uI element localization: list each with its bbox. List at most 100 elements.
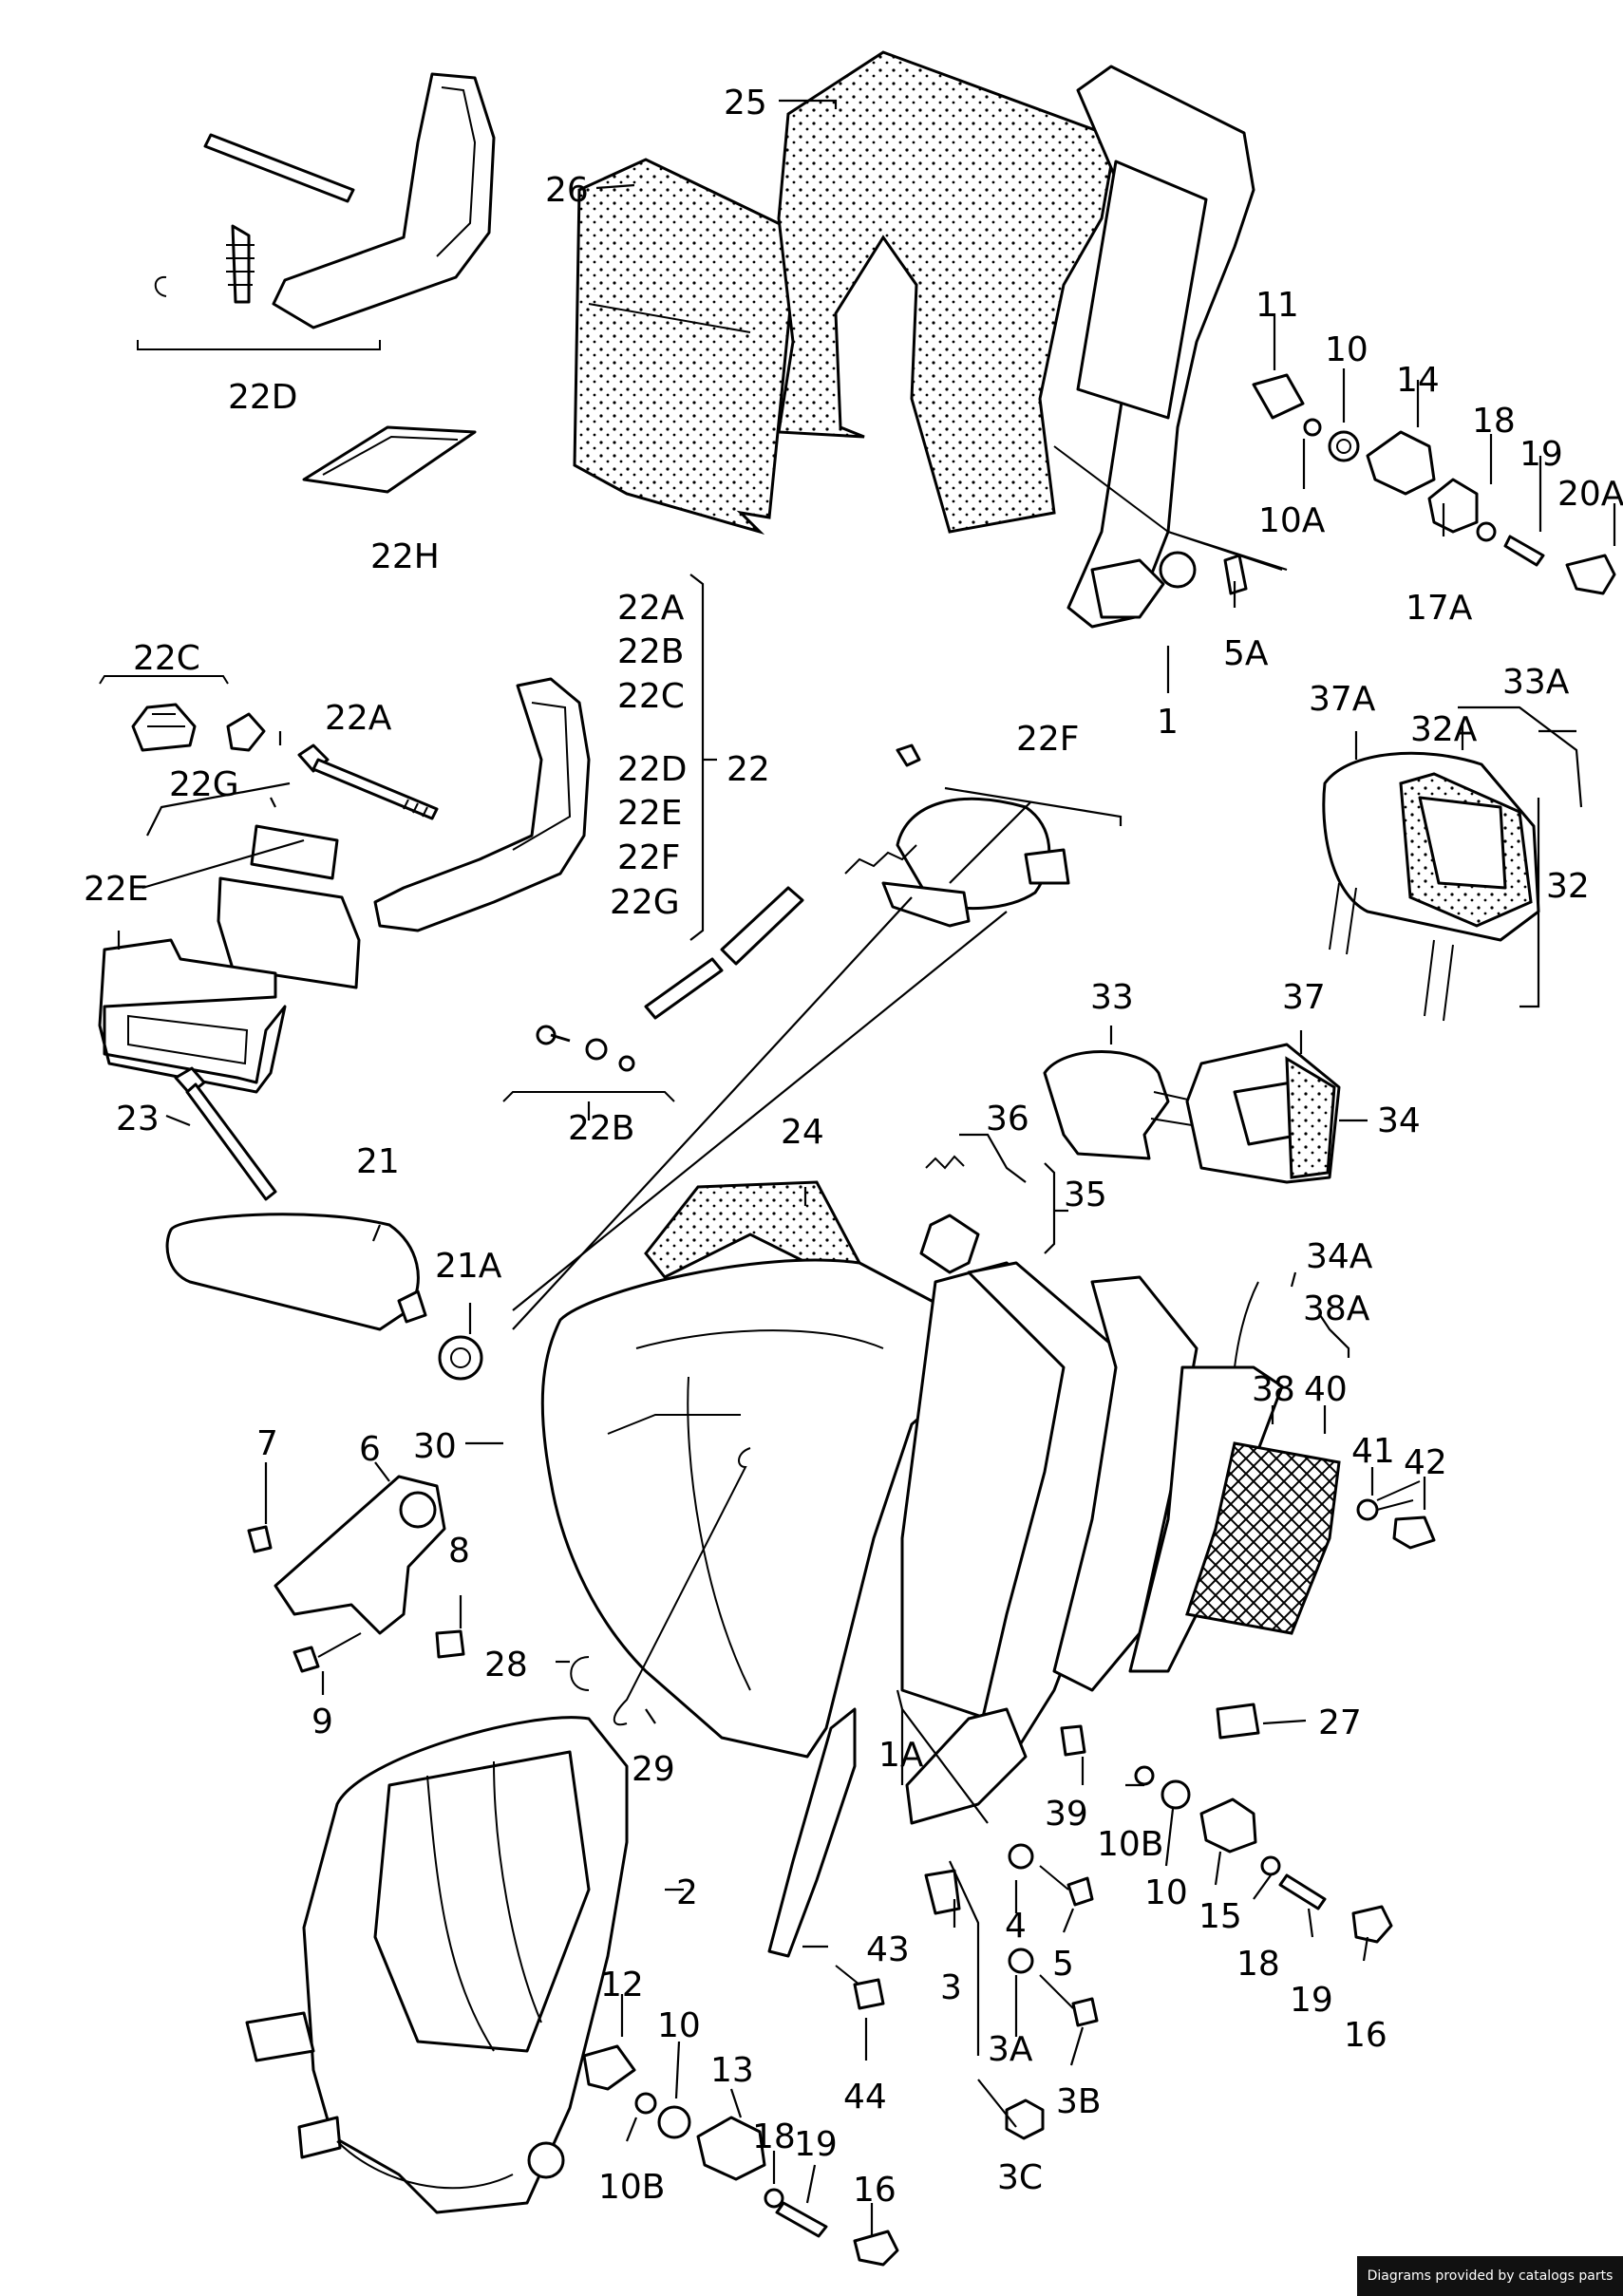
callout-10b-lower: 10B xyxy=(598,2168,666,2207)
part-34a-rod xyxy=(1234,1281,1259,1368)
part-21-armrest xyxy=(165,1213,427,1331)
part-22f-motor xyxy=(844,743,1070,928)
callout-10a: 10A xyxy=(1258,501,1326,540)
callout-8: 8 xyxy=(448,1532,470,1571)
callout-3b: 3B xyxy=(1056,2082,1102,2121)
callout-10b-right: 10B xyxy=(1097,1825,1164,1864)
callout-40: 40 xyxy=(1304,1370,1348,1409)
part-22g-latch xyxy=(217,824,361,989)
callout-44: 44 xyxy=(843,2078,887,2117)
callout-22a-list: 22A xyxy=(617,589,685,628)
part-29-wire xyxy=(613,1447,751,1726)
callout-37: 37 xyxy=(1282,978,1326,1017)
callout-41: 41 xyxy=(1351,1432,1395,1471)
callout-25: 25 xyxy=(724,84,767,122)
callout-6: 6 xyxy=(359,1430,381,1469)
callout-35: 35 xyxy=(1064,1176,1107,1214)
part-36-spring xyxy=(925,1155,965,1170)
callout-39: 39 xyxy=(1045,1795,1088,1834)
part-22h-trim xyxy=(302,425,477,494)
callout-3a: 3A xyxy=(988,2030,1033,2069)
callout-22b-list: 22B xyxy=(617,632,685,671)
part-22c-cap-and-clip xyxy=(99,675,266,752)
callout-22g: 22G xyxy=(169,765,239,804)
callout-9: 9 xyxy=(311,1703,333,1741)
callout-33a: 33A xyxy=(1502,663,1570,702)
callout-19-right: 19 xyxy=(1290,1981,1333,2020)
callout-36: 36 xyxy=(986,1100,1029,1139)
part-22d-bracket-group xyxy=(137,72,496,350)
part-1a-backrest-panel xyxy=(900,1261,1137,1825)
part-22b-gas-strut xyxy=(502,886,804,1102)
callout-15: 15 xyxy=(1198,1897,1242,1936)
callout-22c-list: 22C xyxy=(617,677,685,716)
callout-21: 21 xyxy=(356,1142,400,1181)
diagram-credit-badge: Diagrams provided by catalogs parts xyxy=(1357,2256,1623,2296)
part-40-mesh-pocket xyxy=(1185,1441,1341,1635)
callout-4: 4 xyxy=(1005,1907,1027,1946)
part-7-pin xyxy=(247,1525,273,1553)
callout-42: 42 xyxy=(1404,1443,1447,1482)
callout-18-right: 18 xyxy=(1236,1945,1280,1984)
callout-22e-list: 22E xyxy=(617,794,683,833)
part-25-backrest-foam xyxy=(777,50,1118,534)
callout-22d: 22D xyxy=(228,378,298,417)
callout-38a: 38A xyxy=(1303,1289,1370,1328)
callout-labels: 25 26 22D 22H 11 10 14 18 19 20A 10A 17A… xyxy=(84,84,1623,2210)
callout-5: 5 xyxy=(1052,1945,1074,1984)
callout-10-right: 10 xyxy=(1144,1873,1188,1912)
callout-1a: 1A xyxy=(878,1736,924,1775)
callout-22d-list: 22D xyxy=(617,750,688,789)
callout-5a: 5A xyxy=(1223,634,1269,673)
part-3-hardware-group xyxy=(924,1843,1099,2140)
callout-7: 7 xyxy=(256,1424,278,1463)
callout-14: 14 xyxy=(1396,361,1440,400)
callout-22c: 22C xyxy=(133,639,200,678)
callout-13: 13 xyxy=(710,2051,754,2090)
callout-20a: 20A xyxy=(1557,475,1623,514)
callout-33: 33 xyxy=(1090,978,1134,1017)
part-22-side-frame xyxy=(373,677,591,932)
part-hinge-hardware-lower-left xyxy=(582,2044,899,2267)
callout-10-lower: 10 xyxy=(657,2006,701,2045)
part-9-screw xyxy=(293,1632,362,1673)
callout-28: 28 xyxy=(484,1646,528,1684)
part-44-screw xyxy=(835,1965,885,2010)
part-41-42-washer-screw xyxy=(1356,1480,1436,1550)
callout-34: 34 xyxy=(1377,1101,1421,1140)
part-37-34-headrest-cushion xyxy=(1185,1043,1341,1184)
callout-30: 30 xyxy=(413,1427,457,1466)
callout-18-lower: 18 xyxy=(752,2117,796,2156)
callout-37a: 37A xyxy=(1309,680,1376,719)
callout-19-upper: 19 xyxy=(1519,435,1563,474)
callout-2: 2 xyxy=(676,1873,698,1912)
callout-19-lower: 19 xyxy=(794,2125,838,2164)
callout-26: 26 xyxy=(545,171,589,210)
callout-32: 32 xyxy=(1546,867,1590,906)
callout-21a: 21A xyxy=(435,1247,502,1286)
callout-24: 24 xyxy=(781,1113,824,1152)
callout-22h: 22H xyxy=(370,537,440,576)
callout-3c: 3C xyxy=(997,2158,1043,2197)
callout-22f: 22F xyxy=(1016,720,1080,759)
part-35-grommet xyxy=(919,1214,980,1274)
part-6-hinge-cover xyxy=(274,1475,446,1635)
part-26-backrest-pad xyxy=(573,158,800,536)
callout-43: 43 xyxy=(866,1930,910,1969)
part-hinge-hardware-upper xyxy=(1252,373,1616,595)
callout-38: 38 xyxy=(1252,1370,1295,1409)
leader-lines xyxy=(117,99,1616,2236)
part-27-clip xyxy=(1216,1703,1260,1740)
callout-17a: 17A xyxy=(1406,589,1473,628)
part-21a-bushing xyxy=(438,1335,483,1381)
callout-16-right: 16 xyxy=(1344,2016,1387,2055)
callout-22: 22 xyxy=(727,750,770,789)
callout-34a: 34A xyxy=(1306,1237,1373,1276)
callout-27: 27 xyxy=(1318,1703,1362,1742)
callout-22g-list: 22G xyxy=(610,883,680,922)
callout-3: 3 xyxy=(940,1968,962,2007)
callout-32a: 32A xyxy=(1410,710,1478,749)
part-23-bolt xyxy=(174,1066,277,1201)
part-2-seat-frame xyxy=(245,1716,629,2214)
